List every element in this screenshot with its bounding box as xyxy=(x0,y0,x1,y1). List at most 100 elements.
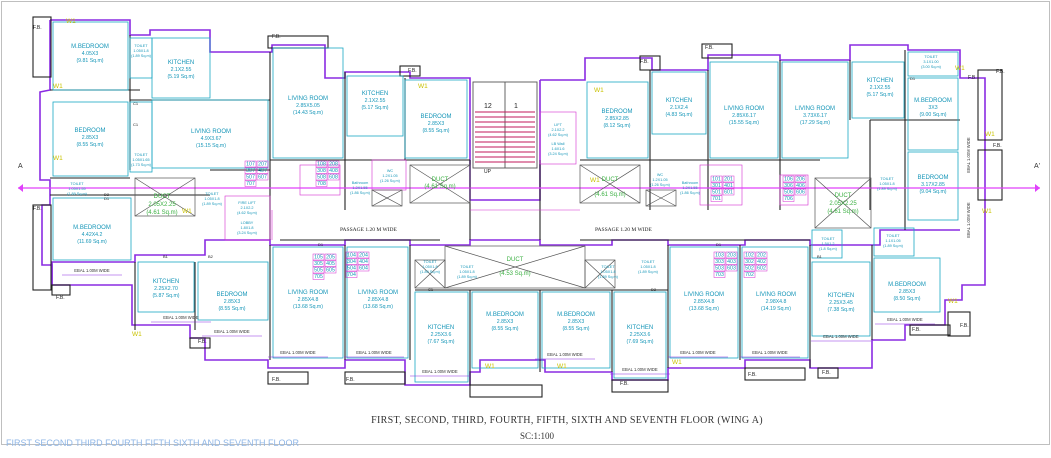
flat-number-cell xyxy=(357,264,370,272)
toilet-size: 1.05X1.8 xyxy=(600,270,615,274)
flat-number: 403 xyxy=(727,259,736,265)
duct-area-center: (4.53 Sq.m) xyxy=(499,271,530,277)
svg-text:(4.62 Sq.m): (4.62 Sq.m) xyxy=(548,133,569,137)
room-area: (8.55 Sq.m) xyxy=(562,326,589,332)
room-name: LIVING ROOM xyxy=(358,290,398,296)
sheet-border xyxy=(1,1,1050,445)
section-mark-right: A' xyxy=(1034,163,1040,170)
room-name: BEDROOM xyxy=(74,128,105,134)
toilet-area: (1.89 Sq.m) xyxy=(131,54,152,58)
flat-number: 402 xyxy=(757,259,766,265)
flat-number: 406 xyxy=(796,183,805,189)
room-size: 2.85X6.17 xyxy=(732,113,756,119)
room-size: 2.1X2.4 xyxy=(670,105,688,111)
flat-number: 504 xyxy=(347,266,356,272)
room-size: 2.85X3 xyxy=(568,319,585,325)
flat-number-cell xyxy=(327,160,340,168)
ebal-label: EBAL 1.00M WIDE xyxy=(422,369,458,374)
flat-number-cell xyxy=(244,167,257,174)
passage-label-right: PASSAGE 1.20 M WIDE xyxy=(595,227,652,233)
toilet-size: 1.05X1.8 xyxy=(640,265,655,269)
bathroom-size-right: 1.2X1.55 xyxy=(682,186,697,190)
room-name: LIVING ROOM xyxy=(684,292,724,298)
flat-number-cell xyxy=(315,173,328,181)
flat-number: 503 xyxy=(715,266,724,272)
grid-mark: B1 xyxy=(817,254,823,259)
flat-number-cell xyxy=(755,264,768,272)
toilet-name: TOILET xyxy=(601,265,615,269)
room-size: 3.17X2.85 xyxy=(921,182,945,188)
flat-number: 706 xyxy=(784,196,793,202)
ebal-label: EBAL 1.00M WIDE xyxy=(74,268,110,273)
fb-labels: F.B.F.B.F.B.F.B.F.B.F.B.F.B.F.B.F.B.F.B.… xyxy=(33,25,1005,387)
toilet-area: (1.89 Sq.m) xyxy=(638,270,659,274)
fb-label: F.B. xyxy=(968,75,977,81)
fire-lift-box xyxy=(224,195,271,241)
flat-number: 105 xyxy=(314,255,323,261)
flat-number: 702 xyxy=(745,272,754,278)
ebal-label: EBAL 1.00M WIDE xyxy=(680,350,716,355)
ebal-label-vertical-bottom: EBAL 1.00M WIDE xyxy=(966,202,971,238)
flat-number-cell xyxy=(315,167,328,174)
flat-number: 303 xyxy=(715,259,724,265)
flat-number: 606 xyxy=(796,190,805,196)
ebal-labels: EBAL 1.00M WIDE EBAL 1.00M WIDE EBAL 1.00M… xyxy=(62,137,971,377)
room-area: (8.12 Sq.m) xyxy=(603,123,630,129)
flat-number: 207 xyxy=(258,162,267,168)
grid-mark: C1 xyxy=(428,287,434,292)
toilet-area: (1.89 Sq.m) xyxy=(883,244,904,248)
flat-number-cell xyxy=(743,264,756,272)
svg-text:(3.24 Sq.m): (3.24 Sq.m) xyxy=(548,152,569,156)
flat-number: 508 xyxy=(317,175,326,181)
flat-number-cell xyxy=(782,188,795,196)
flat-number: 107 xyxy=(246,162,255,168)
flat-number: 608 xyxy=(329,175,338,181)
room-size: 2.25X3.6 xyxy=(630,332,651,338)
room-size: 2.85X3 xyxy=(224,299,241,305)
duct-label-mid-right: DUCT xyxy=(602,177,619,183)
room-size: 2.85X3 xyxy=(899,289,916,295)
room-size: 2.85X4.8 xyxy=(694,299,715,305)
flat-number: 304 xyxy=(347,259,356,265)
flat-number-cell xyxy=(713,271,726,278)
flat-number-cell xyxy=(345,271,358,278)
room-size: 2.85X3 xyxy=(428,121,445,127)
flat-number: 405 xyxy=(326,261,335,267)
ebal-label: EBAL 1.00M WIDE xyxy=(823,334,859,339)
room-name: KITCHEN xyxy=(153,279,179,285)
lobby-name: LOBBY xyxy=(241,221,254,225)
fb-label: F.B. xyxy=(620,381,629,387)
flat-number: 704 xyxy=(347,272,356,278)
room-size: 2.25X2.70 xyxy=(154,286,178,292)
room-name: M.BEDROOM xyxy=(888,282,926,288)
room-size: 2.85X3 xyxy=(82,135,99,141)
flat-number-cell xyxy=(710,188,723,196)
flat-number-cell xyxy=(312,253,325,261)
window-label: W1 xyxy=(485,363,495,370)
toilet-size: 1.05X1.8 xyxy=(422,265,437,269)
bathroom-name-left: Bathroom xyxy=(352,181,368,185)
flat-number-cell xyxy=(794,182,807,189)
toilet-name: TOILET xyxy=(641,260,655,264)
ebal-label-vertical-top: EBAL 1.00M WIDE xyxy=(966,137,971,173)
flat-number-cell xyxy=(722,188,735,196)
flat-number: 306 xyxy=(784,183,793,189)
room-size: 4.05X3 xyxy=(82,51,99,57)
flat-number-cell xyxy=(794,188,807,196)
toilet-area: (1.89 Sq.m) xyxy=(598,275,619,279)
grid-mark: C1 xyxy=(133,101,139,106)
flat-number-cell xyxy=(244,180,257,187)
duct-area-left: (4.61 Sq.m) xyxy=(146,210,177,216)
room-area: (11.69 Sq.m) xyxy=(77,239,107,245)
room-size: 2.1X2.55 xyxy=(365,98,386,104)
room-size: 2.25X3.6 xyxy=(431,332,452,338)
flat-number-cell xyxy=(327,167,340,174)
room-name: KITCHEN xyxy=(428,325,454,331)
room-name: M.BEDROOM xyxy=(486,312,524,318)
flat-number: 101 xyxy=(712,177,721,183)
section-arrow-right xyxy=(1035,184,1040,192)
flat-number: 208 xyxy=(329,162,338,168)
fire-lift-name: FIRE LIFT xyxy=(238,201,256,205)
stair-up-label: UP xyxy=(484,169,492,175)
